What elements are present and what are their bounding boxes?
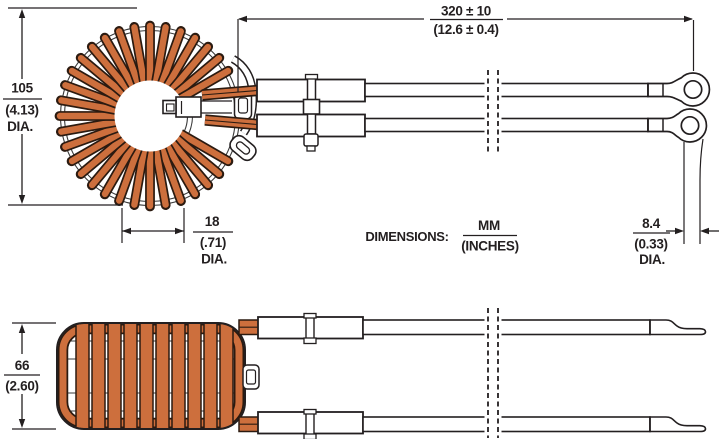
center-hole — [114, 80, 186, 152]
tie-buckle — [162, 96, 202, 118]
cable-tie-lower-side — [303, 408, 317, 439]
dimension-lead-length-label: 320 ± 10 (12.6 ± 0.4) — [433, 4, 499, 38]
leads-top-view — [256, 69, 711, 155]
terminal-dia-mm: 8.4 — [642, 216, 661, 231]
units-label: DIMENSIONS: — [365, 229, 448, 244]
lead-wire-lower — [204, 114, 258, 131]
lead-wire-upper — [201, 84, 258, 101]
break-lines-top — [484, 69, 502, 155]
height-mm: 66 — [15, 358, 30, 373]
dimension-terminal-dia — [633, 138, 719, 244]
terminal-dia-suffix: DIA. — [639, 252, 665, 267]
flat-terminal-lower-side — [649, 416, 707, 433]
cable-tie-on-sleeves — [302, 73, 321, 152]
dimension-outer-dia — [3, 7, 137, 206]
units-note: DIMENSIONS: MM (INCHES) — [365, 218, 519, 254]
dimension-core-dia-label: 18 (.71) DIA. — [200, 214, 227, 267]
outer-dia-suffix: DIA. — [7, 119, 33, 134]
break-lines-bottom — [484, 306, 502, 439]
lead-length-in: (12.6 ± 0.4) — [433, 22, 498, 37]
units-mm: MM — [478, 218, 500, 233]
tie-loop — [229, 134, 257, 162]
core-dia-mm: 18 — [205, 214, 220, 229]
dimension-lead-length — [237, 15, 695, 92]
core-dia-suffix: DIA. — [201, 252, 227, 267]
ring-terminal-lower — [647, 108, 708, 143]
wire-lower-side — [362, 416, 651, 433]
lead-stub-lower-side — [238, 416, 260, 433]
outer-dia-mm: 105 — [11, 81, 33, 96]
wire-upper-side — [362, 319, 651, 336]
winding-bands — [75, 324, 234, 428]
lead-stub-upper-side — [238, 319, 260, 336]
toroid-side-view — [56, 319, 260, 433]
ring-terminal-upper — [647, 72, 711, 107]
dimension-terminal-dia-label: 8.4 (0.33) DIA. — [634, 216, 668, 267]
cable-tie-upper-side — [303, 312, 317, 345]
wire-lower — [364, 117, 649, 133]
dimension-core-dia — [121, 208, 233, 243]
height-in: (2.60) — [5, 379, 38, 394]
dimension-height-label: 66 (2.60) — [5, 358, 39, 394]
leads-side-view — [257, 306, 707, 439]
wire-upper — [364, 82, 649, 98]
dimension-height — [4, 322, 56, 430]
flat-terminal-upper-side — [649, 319, 707, 336]
dimension-outer-dia-label: 105 (4.13) DIA. — [5, 81, 39, 135]
terminal-dia-in: (0.33) — [634, 237, 667, 252]
tie-head-side-view — [242, 364, 260, 390]
units-inches: (INCHES) — [461, 239, 519, 254]
outer-dia-in: (4.13) — [5, 103, 38, 118]
toroid-top-view — [60, 26, 258, 207]
lead-length-mm: 320 ± 10 — [441, 4, 491, 19]
core-dia-in: (.71) — [200, 235, 226, 250]
